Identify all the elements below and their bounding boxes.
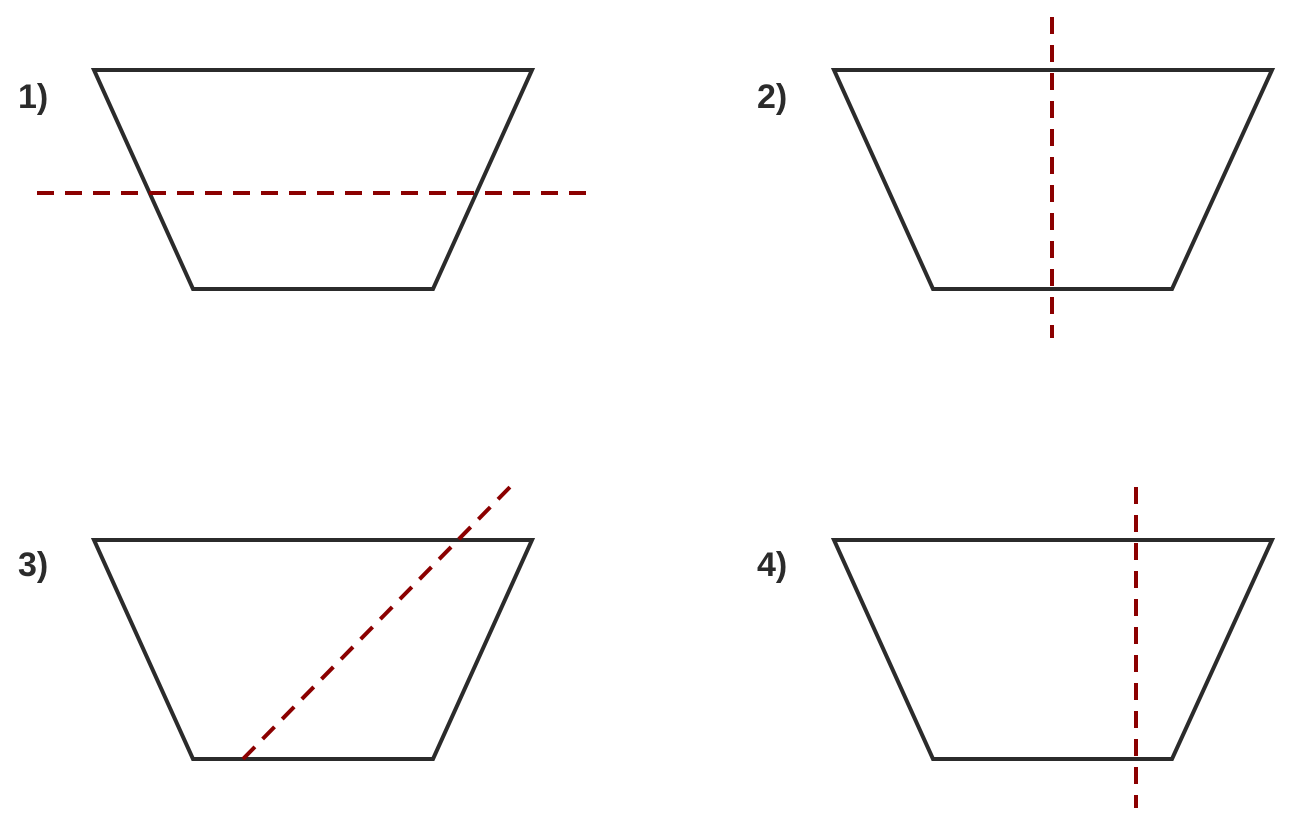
panel-1-label: 1) xyxy=(18,78,48,116)
panel-3-trapezoid xyxy=(90,538,536,761)
panel-2: 2) xyxy=(757,17,1276,338)
panel-1-trapezoid xyxy=(90,68,536,291)
panel-4-label: 4) xyxy=(757,546,787,584)
panel-2-trapezoid xyxy=(830,68,1276,291)
panel-3-dashed-line xyxy=(241,484,513,761)
panel-3-label: 3) xyxy=(18,546,48,584)
panel-4-trapezoid xyxy=(830,538,1276,761)
panel-3: 3) xyxy=(18,484,536,761)
panel-1: 1) xyxy=(18,68,592,291)
panel-2-label: 2) xyxy=(757,78,787,116)
panel-4: 4) xyxy=(757,487,1276,808)
